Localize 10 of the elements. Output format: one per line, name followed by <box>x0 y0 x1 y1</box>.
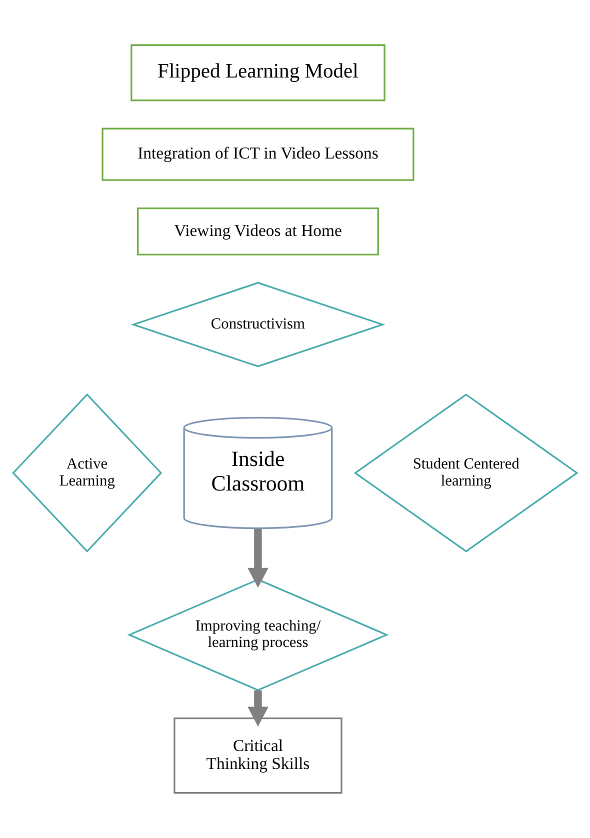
node-box: Viewing Videos at Home <box>137 207 379 256</box>
node-diamond: Student Centered learning <box>354 394 578 552</box>
arrow <box>248 528 268 588</box>
arrow <box>248 690 268 727</box>
node-box: Critical Thinking Skills <box>174 718 342 794</box>
node-box: Integration of ICT in Video Lessons <box>102 128 414 181</box>
node-box: Flipped Learning Model <box>130 44 386 102</box>
node-diamond: Active Learning <box>12 393 162 553</box>
node-diamond: Improving teaching/ learning process <box>127 578 389 691</box>
node-diamond: Constructivism <box>130 282 386 368</box>
